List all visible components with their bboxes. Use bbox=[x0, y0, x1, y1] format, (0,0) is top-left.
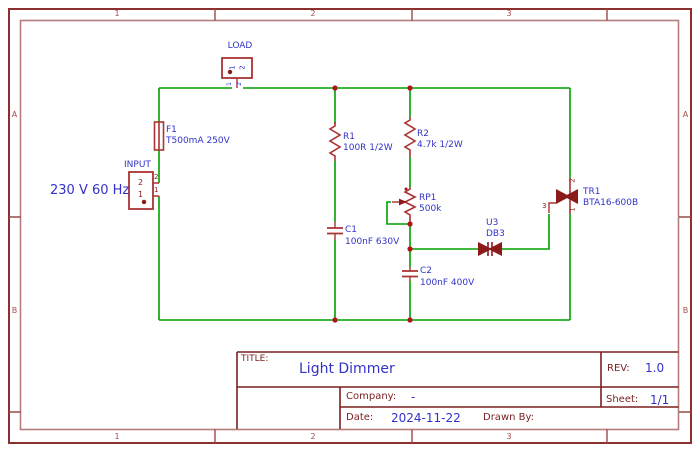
company-value: - bbox=[411, 390, 416, 404]
capacitor-c2-value: 100nF 400V bbox=[420, 278, 475, 288]
load-pin1-stub-number: 1 bbox=[225, 82, 233, 86]
input-voltage-note: 230 V 60 Hz bbox=[50, 183, 130, 198]
capacitor-c1-value: 100nF 630V bbox=[345, 237, 400, 247]
input-pin1-name: 1 bbox=[138, 190, 144, 199]
capacitor-c2-symbol bbox=[402, 267, 418, 281]
company-label: Company: bbox=[346, 391, 397, 402]
input-pin2-number: 2 bbox=[154, 173, 159, 181]
connector-input-label: INPUT bbox=[124, 160, 151, 170]
diac-u3-ref: U3 bbox=[486, 218, 499, 228]
title-block-lines bbox=[236, 351, 679, 429]
load-pin2-number: 2 bbox=[238, 65, 247, 70]
fuse-f1-value: T500mA 250V bbox=[166, 136, 230, 146]
grid-col-3-top: 3 bbox=[506, 9, 512, 18]
fuse-f1-ref: F1 bbox=[166, 125, 177, 135]
diac-u3-value: DB3 bbox=[486, 229, 505, 239]
potentiometer-rp1-symbol bbox=[392, 187, 417, 222]
connector-load-label: LOAD bbox=[227, 41, 253, 51]
load-pin2-stub-number: 2 bbox=[235, 82, 243, 86]
drawn-by-label: Drawn By: bbox=[483, 412, 535, 423]
potentiometer-rp1-value: 500k bbox=[419, 204, 442, 214]
grid-col-1-top: 1 bbox=[114, 9, 120, 18]
wires bbox=[158, 87, 571, 321]
grid-col-2-top: 2 bbox=[310, 9, 316, 18]
fuse-f1-symbol bbox=[153, 121, 165, 151]
potentiometer-rp1-ref: RP1 bbox=[419, 193, 437, 203]
capacitor-c1-symbol bbox=[327, 222, 343, 240]
resistor-r1-symbol bbox=[328, 122, 342, 161]
capacitor-c2-ref: C2 bbox=[420, 266, 433, 276]
triac-pin3-number: 3 bbox=[542, 202, 547, 210]
sheet-frame bbox=[8, 8, 692, 444]
capacitor-c1-ref: C1 bbox=[345, 225, 358, 235]
triac-pin1-number: 1 bbox=[568, 207, 577, 212]
input-pin2-name: 2 bbox=[138, 178, 144, 187]
grid-col-2-bottom: 2 bbox=[310, 432, 316, 441]
triac-tr1-value: BTA16-600B bbox=[583, 198, 639, 208]
resistor-r2-value: 4.7k 1/2W bbox=[417, 140, 463, 150]
grid-row-b-right: B bbox=[682, 306, 689, 315]
date-label: Date: bbox=[346, 412, 374, 423]
junction-dots bbox=[332, 85, 413, 323]
rev-value: 1.0 bbox=[645, 361, 665, 375]
connector-load-symbol bbox=[221, 57, 253, 88]
grid-row-a-left: A bbox=[11, 110, 18, 119]
resistor-r2-symbol bbox=[403, 117, 417, 157]
title-label: TITLE: bbox=[241, 354, 269, 364]
diac-u3-symbol bbox=[478, 242, 502, 256]
grid-row-a-right: A bbox=[682, 110, 689, 119]
grid-col-3-bottom: 3 bbox=[506, 432, 512, 441]
triac-tr1-ref: TR1 bbox=[583, 187, 601, 197]
rev-label: REV: bbox=[607, 363, 630, 374]
date-value: 2024-11-22 bbox=[391, 411, 461, 425]
load-pin1-number: 1 bbox=[228, 65, 237, 70]
input-pin1-number: 1 bbox=[154, 186, 159, 194]
sheet-value: 1/1 bbox=[650, 393, 670, 407]
connector-input-symbol bbox=[128, 171, 159, 210]
sheet-label: Sheet: bbox=[606, 394, 639, 405]
resistor-r1-ref: R1 bbox=[343, 132, 355, 142]
resistor-r1-value: 100R 1/2W bbox=[343, 143, 393, 153]
grid-row-b-left: B bbox=[11, 306, 18, 315]
sheet-title: Light Dimmer bbox=[299, 361, 395, 377]
grid-col-1-bottom: 1 bbox=[114, 432, 120, 441]
triac-tr1-symbol bbox=[548, 178, 578, 214]
triac-pin2-number: 2 bbox=[568, 178, 577, 183]
resistor-r2-ref: R2 bbox=[417, 129, 429, 139]
